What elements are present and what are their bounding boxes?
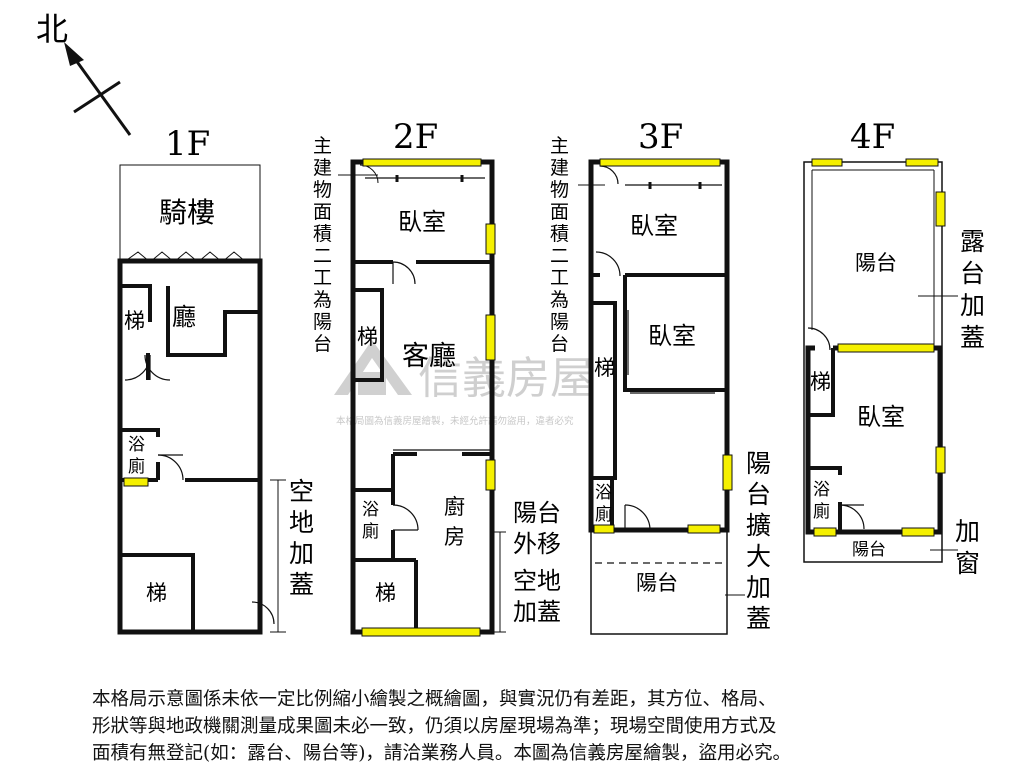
floor-3f-label: 3F — [638, 117, 683, 157]
room-stair-a: 梯 — [357, 325, 378, 349]
annotation-3f-right: 陽台擴大加蓋 — [746, 449, 771, 633]
annotation-2f-right-2: 空地加蓋 — [513, 567, 561, 626]
floor-3f: 3F — [550, 117, 771, 635]
disclaimer-line-2: 形狀等與地政機關測量成果圖未必一致，仍須以房屋現場為準；現場空間使用方式及 — [92, 716, 777, 737]
windows-3f — [593, 158, 733, 534]
windows-2f — [361, 158, 496, 637]
floor-1f: 1F — [117, 124, 314, 635]
watermark: 信義房屋 本格局圖為信義房屋繪製，未經允許請勿盜用，違者必究 — [334, 340, 594, 427]
annotation-1f: 空地加蓋 — [289, 477, 314, 599]
annotation-2f-right-1: 陽台外移 — [513, 499, 561, 558]
room-stair-b: 梯 — [146, 581, 167, 605]
room-stair: 梯 — [810, 370, 831, 394]
north-compass: 北 — [36, 10, 132, 136]
room-stair-b: 梯 — [375, 581, 396, 605]
room-hall: 廳 — [172, 303, 196, 331]
room-kitchen: 廚房 — [444, 495, 465, 549]
disclaimer: 本格局示意圖係未依一定比例縮小繪製之概繪圖，與實況仍有差距，其方位、格局、 形狀… — [92, 686, 972, 767]
floor-4f: 4F — [803, 117, 985, 578]
room-arcade: 騎樓 — [159, 196, 215, 229]
room-bedroom-b: 臥室 — [648, 322, 696, 350]
room-stair-a: 梯 — [124, 309, 145, 333]
watermark-brand: 信義房屋 — [418, 353, 594, 404]
room-balcony-top: 陽台 — [855, 251, 897, 275]
watermark-notice: 本格局圖為信義房屋繪製，未經允許請勿盜用，違者必究 — [336, 415, 574, 427]
compass-label: 北 — [36, 10, 68, 48]
room-bedroom-a: 臥室 — [630, 212, 678, 240]
annotation-4f-top: 露台加蓋 — [960, 227, 985, 352]
floor-4f-label: 4F — [850, 117, 895, 157]
room-bedroom: 臥室 — [398, 208, 446, 236]
room-bath: 浴廁 — [128, 435, 145, 477]
room-bath: 浴廁 — [813, 480, 830, 522]
annotation-2f-note: 主建物面積二工為陽台 — [313, 135, 332, 355]
annotation-4f-bottom: 加窗 — [955, 517, 980, 578]
room-balcony: 陽台 — [636, 571, 678, 595]
room-stair: 梯 — [594, 356, 615, 380]
room-bedroom: 臥室 — [857, 403, 905, 431]
room-balcony-bottom: 陽台 — [852, 540, 886, 560]
room-bath: 浴廁 — [595, 483, 612, 525]
floor-2f-label: 2F — [393, 117, 438, 157]
disclaimer-line-3: 面積有無登記(如：露台、陽台等)，請洽業務人員。本圖為信義房屋繪製，盜用必究。 — [92, 743, 791, 764]
annotation-3f-note: 主建物面積二工為陽台 — [550, 135, 569, 355]
room-bath: 浴廁 — [362, 500, 379, 542]
windows-4f — [811, 158, 946, 537]
floor-1f-label: 1F — [165, 124, 210, 164]
north-arrow-icon — [64, 42, 84, 66]
window — [123, 477, 149, 487]
disclaimer-line-1: 本格局示意圖係未依一定比例縮小繪製之概繪圖，與實況仍有差距，其方位、格局、 — [92, 689, 777, 710]
floor-2f: 2F — [313, 117, 561, 637]
room-living: 客廳 — [402, 341, 456, 372]
